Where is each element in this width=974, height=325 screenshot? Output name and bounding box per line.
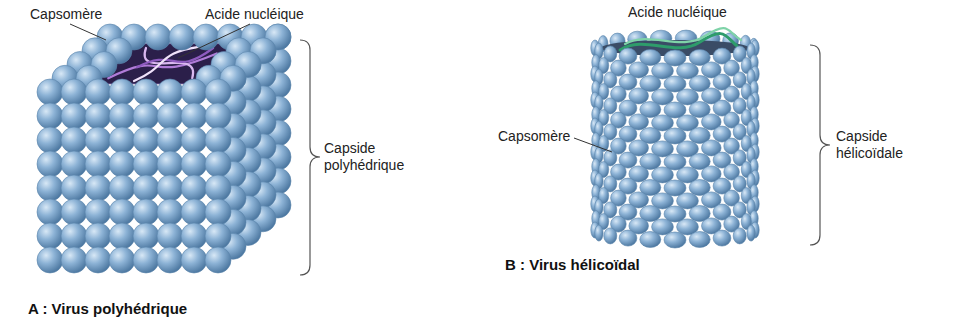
capsomere-ball: [133, 199, 159, 225]
leader-line: [70, 24, 106, 40]
capsomere-ball: [205, 127, 231, 153]
capsomere-ball: [157, 127, 183, 153]
capsomere-ball: [61, 199, 87, 225]
capsomere-ball: [61, 151, 87, 177]
capsomere-ball: [61, 79, 87, 105]
capsomere-ball: [181, 151, 207, 177]
capsomere-ball: [181, 199, 207, 225]
capsomere-ball: [181, 127, 207, 153]
capsomere-ball: [61, 223, 87, 249]
capsomere-ball: [85, 103, 111, 129]
label-capsomere: Capsomère: [30, 6, 102, 23]
capsomere-ball: [157, 247, 183, 273]
capsomere-ball: [689, 232, 710, 248]
capsomere-ball: [193, 24, 219, 50]
capsomere-ball: [157, 79, 183, 105]
capsomere-ball: [181, 223, 207, 249]
capsomere-ball: [109, 151, 135, 177]
capsomere-ball: [640, 232, 661, 248]
capsomere-ball: [205, 247, 231, 273]
capsomere-ball: [205, 199, 231, 225]
capsomere-ball: [181, 175, 207, 201]
capsomere-ball: [604, 228, 617, 244]
capsomere-ball: [205, 103, 231, 129]
leader-lines: [70, 24, 612, 152]
capsomere-ball: [664, 232, 686, 248]
capsomere-ball: [157, 151, 183, 177]
label-capsid: Capside polyhédrique: [324, 140, 416, 174]
capsomere-ball: [133, 151, 159, 177]
capsomere-ball: [61, 127, 87, 153]
capsomere-ball: [181, 79, 207, 105]
capsomere-ball: [109, 199, 135, 225]
capsomere-ball: [85, 127, 111, 153]
capsomere-ball: [157, 199, 183, 225]
capsomere-ball: [157, 175, 183, 201]
capsomere-ball: [37, 79, 63, 105]
capsomere-ball: [205, 175, 231, 201]
nucleic-acid-strand: [137, 48, 213, 67]
capsomere-ball: [61, 247, 87, 273]
figure-caption: B : Virus hélicoïdal: [505, 256, 640, 274]
capsomere-ball: [133, 247, 159, 273]
capsomere-ball: [109, 127, 135, 153]
capsomere-ball: [37, 175, 63, 201]
capsomere-ball: [109, 247, 135, 273]
figure-caption: A : Virus polyhédrique: [28, 300, 187, 318]
capsomere-ball: [747, 225, 755, 241]
capsomere-ball: [109, 103, 135, 129]
capsomere-ball: [169, 24, 195, 50]
capsomere-ball: [61, 103, 87, 129]
label-nucleic-acid: Acide nucléique: [628, 4, 727, 21]
capsomere-ball: [85, 79, 111, 105]
capsomere-ball: [37, 151, 63, 177]
capsomere-ball: [85, 199, 111, 225]
capsomere-ball: [713, 230, 731, 246]
nucleic-acid-strand: [625, 28, 741, 44]
brackets: [300, 40, 830, 275]
capsomere-ball: [109, 223, 135, 249]
capsomere-ball: [157, 223, 183, 249]
capsomere-ball: [37, 199, 63, 225]
capsomere-ball: [181, 247, 207, 273]
capsomere-ball: [133, 79, 159, 105]
capsomere-ball: [85, 175, 111, 201]
capsomere-ball: [61, 175, 87, 201]
capsomere-ball: [205, 151, 231, 177]
capsid-bracket: [810, 45, 830, 245]
capsomere-ball: [133, 223, 159, 249]
capsomere-ball: [181, 103, 207, 129]
leader-line: [574, 138, 612, 152]
polyhedral-capsid: [37, 24, 291, 273]
capsomere-ball: [133, 175, 159, 201]
capsomere-ball: [37, 223, 63, 249]
capsomere-ball: [133, 103, 159, 129]
capsomere-ball: [37, 127, 63, 153]
capsomere-ball: [133, 127, 159, 153]
capsomere-ball: [85, 151, 111, 177]
helical-capsid: [591, 28, 759, 248]
capsomere-ball: [595, 225, 603, 241]
capsomere-ball: [109, 79, 135, 105]
capsid-bracket: [300, 40, 320, 275]
capsomere-ball: [85, 223, 111, 249]
capsomere-ball: [733, 228, 746, 244]
capsomere-ball: [205, 79, 231, 105]
label-capsomere: Capsomère: [498, 128, 570, 145]
label-capsid: Capside hélicoïdale: [836, 128, 928, 162]
capsomere-ball: [619, 230, 637, 246]
capsomere-ball: [157, 103, 183, 129]
capsomere-ball: [205, 223, 231, 249]
capsomere-ball: [145, 24, 171, 50]
leader-line: [178, 24, 250, 58]
capsomere-ball: [109, 175, 135, 201]
capsomere-ball: [85, 247, 111, 273]
nucleic-acid-strand: [145, 48, 194, 78]
capsomere-ball: [37, 103, 63, 129]
label-nucleic-acid: Acide nucléique: [205, 6, 304, 23]
capsomere-ball: [37, 247, 63, 273]
